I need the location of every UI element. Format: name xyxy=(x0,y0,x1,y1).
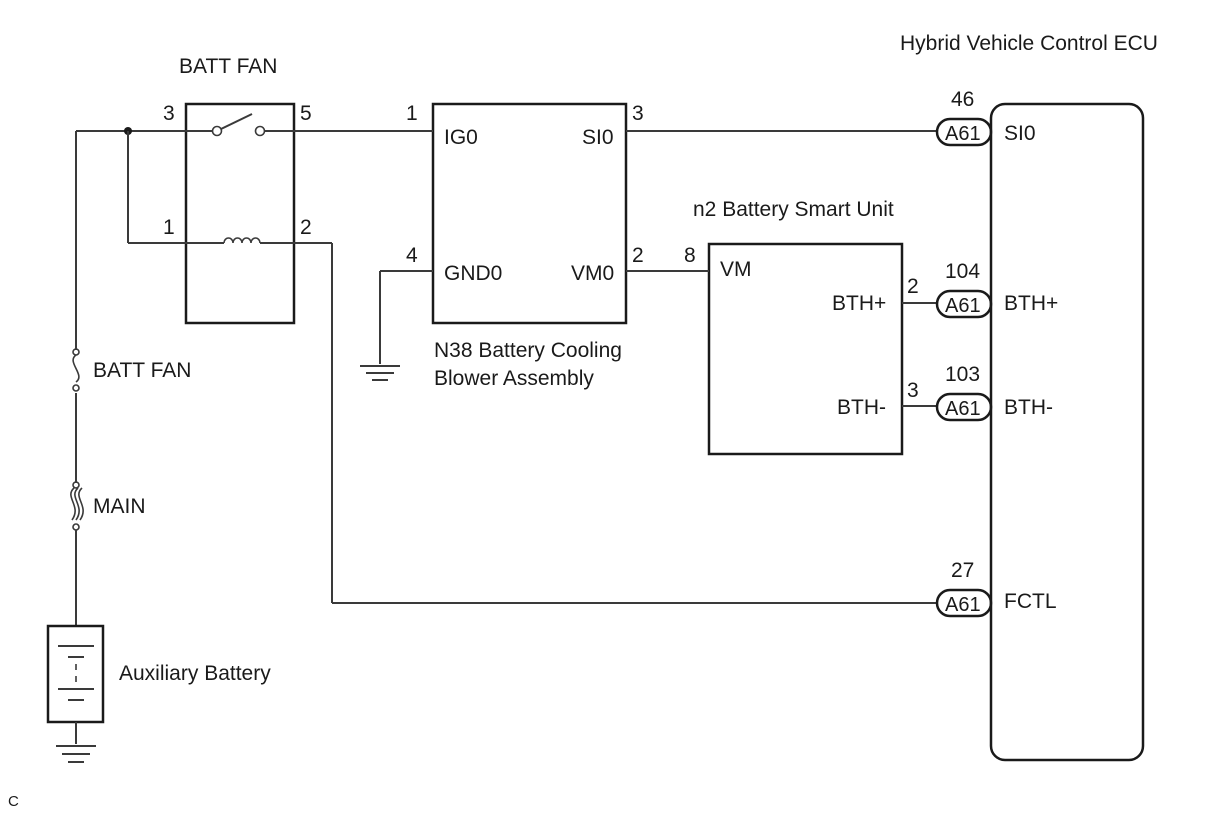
blower-name-line1: N38 Battery Cooling xyxy=(434,339,622,362)
batt-fan-fuse-icon xyxy=(72,348,80,392)
connector-label: A61 xyxy=(945,123,981,145)
relay-pin-5: 5 xyxy=(300,102,312,125)
fuse-main-label: MAIN xyxy=(93,495,146,518)
relay-pin-1: 1 xyxy=(163,216,175,239)
smart-unit-pin-bth-minus: 3 xyxy=(907,379,919,402)
relay-title: BATT FAN xyxy=(179,55,277,78)
blower-pin-gnd0: 4 xyxy=(406,244,418,267)
smart-unit-term-vm: VM xyxy=(720,258,752,281)
connector-label: A61 xyxy=(945,398,981,420)
smart-unit-term-bth-minus: BTH- xyxy=(837,396,886,419)
ecu-pin-bth-plus: 104 xyxy=(945,260,980,283)
fuse-batt-fan-label: BATT FAN xyxy=(93,359,191,382)
blower-term-si0: SI0 xyxy=(582,126,614,149)
blower-pin-ig0: 1 xyxy=(406,102,418,125)
blower-name-line2: Blower Assembly xyxy=(434,367,594,390)
smart-unit-term-bth-plus: BTH+ xyxy=(832,292,886,315)
ecu-pin-bth-minus: 103 xyxy=(945,363,980,386)
ecu-box xyxy=(989,102,1145,762)
battery-ground-icon xyxy=(56,745,96,763)
relay-switch-icon xyxy=(186,113,294,137)
ecu-name: Hybrid Vehicle Control ECU xyxy=(900,32,1158,55)
connector-label: A61 xyxy=(945,295,981,317)
smart-unit-pin-bth-plus: 2 xyxy=(907,275,919,298)
ecu-connector-bth-minus: A61 xyxy=(935,392,993,422)
relay-pin-2: 2 xyxy=(300,216,312,239)
auxiliary-battery-icon xyxy=(46,624,105,744)
smart-unit-pin-vm: 8 xyxy=(684,244,696,267)
signal-wires xyxy=(294,130,937,604)
ecu-term-si0: SI0 xyxy=(1004,122,1036,145)
blower-term-gnd0: GND0 xyxy=(444,262,502,285)
smart-unit-name: n2 Battery Smart Unit xyxy=(693,198,894,221)
blower-term-ig0: IG0 xyxy=(444,126,478,149)
main-fusible-link-icon xyxy=(70,481,84,531)
relay-coil-icon xyxy=(186,237,294,244)
power-supply-wires xyxy=(75,127,186,626)
ecu-connector-bth-plus: A61 xyxy=(935,289,993,319)
ecu-connector-si0: A61 xyxy=(935,117,993,147)
relay-pin-3: 3 xyxy=(163,102,175,125)
ecu-term-bth-plus: BTH+ xyxy=(1004,292,1058,315)
ecu-pin-fctl: 27 xyxy=(951,559,974,582)
blower-ground-icon xyxy=(360,270,433,381)
corner-code: C xyxy=(8,793,19,810)
smart-unit-box xyxy=(707,242,904,456)
ecu-pin-si0: 46 xyxy=(951,88,974,111)
blower-term-vm0: VM0 xyxy=(571,262,614,285)
ecu-connector-fctl: A61 xyxy=(935,588,993,618)
ecu-term-bth-minus: BTH- xyxy=(1004,396,1053,419)
ecu-term-fctl: FCTL xyxy=(1004,590,1057,613)
blower-box xyxy=(431,102,628,325)
blower-pin-vm0: 2 xyxy=(632,244,644,267)
auxiliary-battery-label: Auxiliary Battery xyxy=(119,662,271,685)
relay-box xyxy=(184,102,296,325)
connector-label: A61 xyxy=(945,594,981,616)
blower-pin-si0: 3 xyxy=(632,102,644,125)
